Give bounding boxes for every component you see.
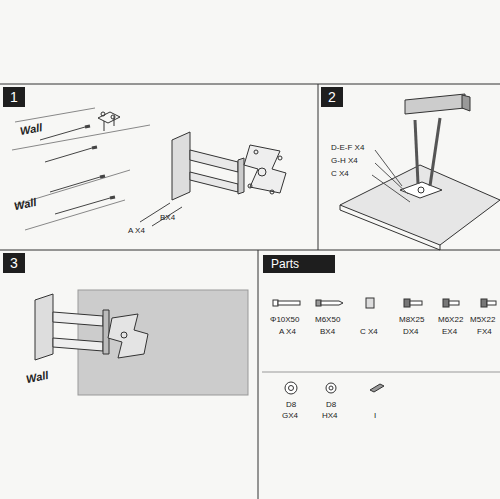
part-callout: I — [374, 412, 376, 420]
part-callout: FX4 — [477, 328, 492, 336]
part-callout: C X4 — [360, 328, 378, 336]
part-callout: BX4 — [160, 214, 175, 222]
section-banner: Parts — [263, 255, 335, 273]
step-number-box: 3 — [3, 253, 25, 273]
part-size: Φ10X50 — [270, 316, 300, 324]
node-text: Parts — [271, 257, 299, 271]
part-size: M6X22 — [438, 316, 463, 324]
part-size: D8 — [286, 401, 296, 409]
part-callout: G-H X4 — [331, 157, 358, 165]
part-callout: GX4 — [282, 412, 298, 420]
wall-label: Wall — [19, 122, 43, 137]
node-text: 3 — [10, 255, 18, 271]
node-text: 2 — [328, 89, 336, 105]
node-text: 1 — [10, 89, 18, 105]
step-number-box: 2 — [321, 87, 343, 107]
part-callout: DX4 — [403, 328, 419, 336]
part-size: M6X50 — [315, 316, 340, 324]
part-callout: A X4 — [279, 328, 296, 336]
part-callout: HX4 — [322, 412, 338, 420]
part-callout: A X4 — [128, 227, 145, 235]
part-size: M8X25 — [399, 316, 424, 324]
wall-label: Wall — [13, 197, 37, 212]
wall-label: Wall — [25, 370, 49, 385]
part-callout: BX4 — [320, 328, 335, 336]
part-size: D8 — [326, 401, 336, 409]
part-callout: D-E-F X4 — [331, 144, 364, 152]
step-number-box: 1 — [3, 87, 25, 107]
part-size: M5X22 — [470, 316, 495, 324]
part-callout: C X4 — [331, 170, 349, 178]
part-callout: EX4 — [442, 328, 457, 336]
